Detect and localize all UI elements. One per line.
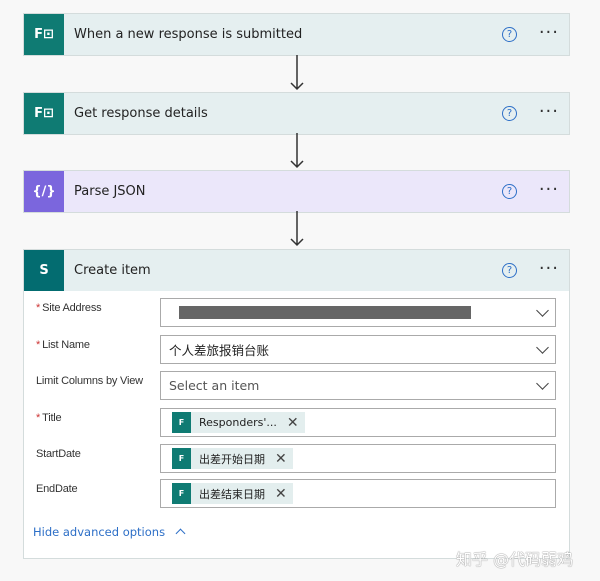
step-title: When a new response is submitted <box>74 27 303 42</box>
step-parse-json[interactable]: {∕} Parse JSON ? ··· <box>23 170 570 213</box>
limit-columns-label: Limit Columns by View <box>36 375 143 387</box>
watermark: 知乎 @代码弱鸡 <box>456 550 574 569</box>
forms-icon: F <box>172 448 191 469</box>
chevron-down-icon[interactable] <box>536 304 549 317</box>
help-icon[interactable]: ? <box>502 184 517 199</box>
arrow-down-icon <box>290 55 304 91</box>
more-options-icon[interactable]: ··· <box>538 101 559 122</box>
step-get-response-details[interactable]: F⊡ Get response details ? ··· <box>23 92 570 135</box>
list-name-input[interactable]: 个人差旅报销台账 <box>160 335 556 364</box>
arrow-down-icon <box>290 211 304 247</box>
forms-icon: F <box>172 483 191 504</box>
step-title: Parse JSON <box>74 184 146 199</box>
parse-json-icon: {∕} <box>24 171 64 212</box>
help-icon[interactable]: ? <box>502 27 517 42</box>
site-address-label: Site Address <box>42 302 102 314</box>
forms-icon: F⊡ <box>24 93 64 134</box>
list-name-row: *List Name 个人差旅报销台账 <box>36 335 556 364</box>
site-address-input[interactable] <box>160 298 556 327</box>
more-options-icon[interactable]: ··· <box>538 22 559 43</box>
sharepoint-icon: S <box>24 250 64 291</box>
chevron-up-icon <box>175 528 186 539</box>
limit-columns-row: Limit Columns by View Select an item <box>36 371 556 400</box>
remove-token-icon[interactable]: ✕ <box>275 485 287 502</box>
step-title: Get response details <box>74 106 208 121</box>
step-create-item: S Create item ? ··· *Site Address *List … <box>23 249 570 559</box>
site-address-row: *Site Address <box>36 298 556 327</box>
redacted-bar <box>179 306 471 319</box>
help-icon[interactable]: ? <box>502 106 517 121</box>
more-options-icon[interactable]: ··· <box>538 258 559 279</box>
hide-advanced-options-link[interactable]: Hide advanced options <box>33 525 186 539</box>
title-label: Title <box>42 412 62 424</box>
chevron-down-icon[interactable] <box>536 377 549 390</box>
forms-icon: F <box>172 412 191 433</box>
forms-icon: F⊡ <box>24 14 64 55</box>
remove-token-icon[interactable]: ✕ <box>275 450 287 467</box>
step-when-new-response[interactable]: F⊡ When a new response is submitted ? ··… <box>23 13 570 56</box>
start-date-label: StartDate <box>36 448 81 460</box>
list-name-label: List Name <box>42 339 90 351</box>
end-date-label: EndDate <box>36 483 78 495</box>
chevron-down-icon[interactable] <box>536 341 549 354</box>
help-icon[interactable]: ? <box>502 263 517 278</box>
step-title: Create item <box>74 263 151 278</box>
more-options-icon[interactable]: ··· <box>538 179 559 200</box>
remove-token-icon[interactable]: ✕ <box>286 414 299 431</box>
arrow-down-icon <box>290 133 304 169</box>
limit-columns-select[interactable]: Select an item <box>160 371 556 400</box>
